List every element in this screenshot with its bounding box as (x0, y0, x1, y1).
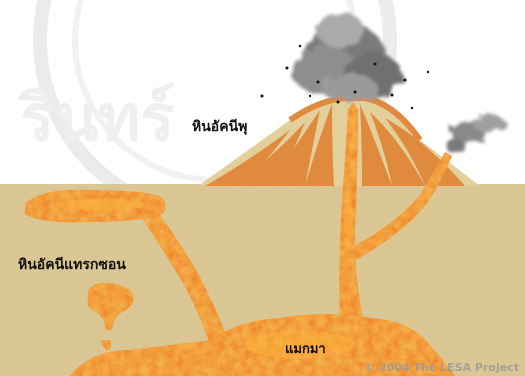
svg-text:รินทร์: รินทร์ (17, 82, 174, 156)
label-magma: แมกมา (285, 338, 326, 359)
copyright-notice: © 2004 The LESA Project (364, 361, 519, 374)
side-vent-smoke (445, 115, 506, 153)
label-volcanic-rock: หินอัคนีพุ (192, 116, 247, 138)
label-intrusive-rock: หินอัคนีแทรกซอน (18, 254, 126, 276)
